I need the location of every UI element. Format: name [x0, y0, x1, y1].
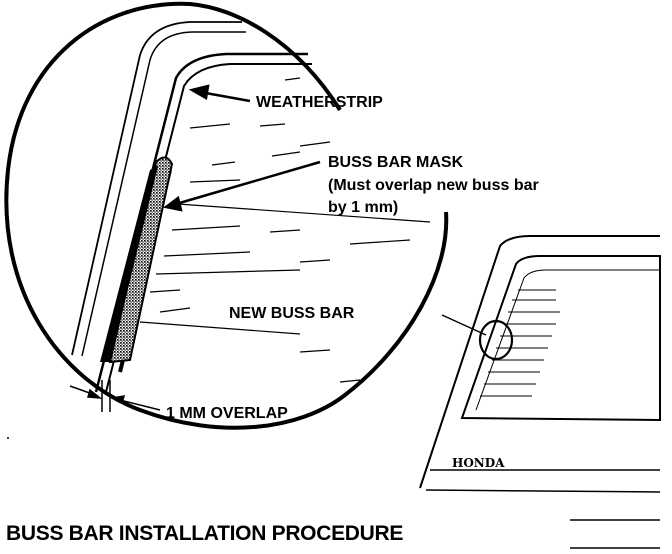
car-body-outline: [419, 235, 660, 489]
leader-arrows: [163, 84, 487, 336]
label-mask-note-line2: by 1 mm): [328, 199, 398, 216]
overlap-indicator: [69, 380, 161, 412]
car-window-inner: [475, 269, 660, 411]
label-buss-bar-mask: BUSS BAR MASK: [328, 154, 464, 171]
figure-caption: BUSS BAR INSTALLATION PROCEDURE: [6, 522, 404, 545]
detail-locator-circle: [478, 319, 514, 361]
car-brand-badge: HONDA: [452, 456, 505, 470]
window-frame-inner: [81, 31, 246, 357]
label-new-buss-bar: NEW BUSS BAR: [229, 305, 355, 322]
weatherstrip-inner: [105, 63, 312, 393]
label-overlap: 1 MM OVERLAP: [166, 405, 288, 422]
label-weatherstrip: WEATHERSTRIP: [256, 94, 383, 111]
label-mask-note-line1: (Must overlap new buss bar: [328, 177, 539, 194]
car-bumper-line: [425, 489, 661, 493]
speck: [7, 437, 9, 439]
car-rear-view: [419, 235, 661, 493]
page-rules: [570, 519, 660, 549]
defroster-lines: [480, 289, 560, 397]
car-rear-window: [460, 255, 661, 422]
magnified-detail: [4, 1, 449, 430]
weatherstrip: [94, 52, 308, 393]
glass-hatching: [139, 77, 431, 383]
window-frame-outer: [71, 21, 242, 356]
detail-circle: [4, 1, 449, 430]
buss-bar-mask: [108, 156, 174, 364]
new-buss-bar: [100, 166, 158, 362]
